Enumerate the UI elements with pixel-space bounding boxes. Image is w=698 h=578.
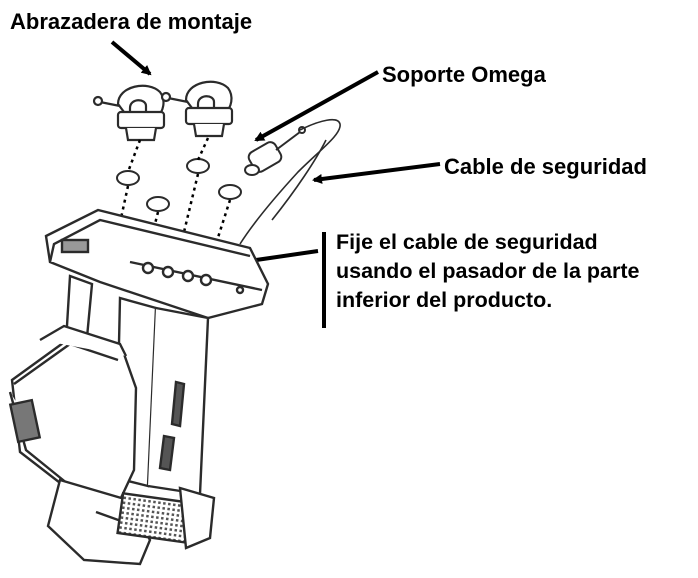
note-line-2: usando el pasador de la parte [336,259,640,283]
omega-bracket [247,126,306,173]
omega-arrow [254,70,379,142]
mounting-clamp-left [92,84,166,142]
note-bar [322,232,326,328]
mounting-clamp-right [160,80,234,138]
note-line-1: Fije el cable de seguridad [336,230,598,254]
mounting-clamp-label: Abrazadera de montaje [10,9,253,34]
safety-cable-label: Cable de seguridad [444,154,647,179]
cable-arrow [312,162,441,184]
quick-lock-fasteners [116,158,260,212]
note-line-3: inferior del producto. [336,288,553,312]
clamp-arrow [110,40,152,76]
safety-cable [239,118,341,245]
omega-bracket-label: Soporte Omega [382,62,546,87]
fixture-head [8,324,216,566]
fixture-base [44,208,270,320]
